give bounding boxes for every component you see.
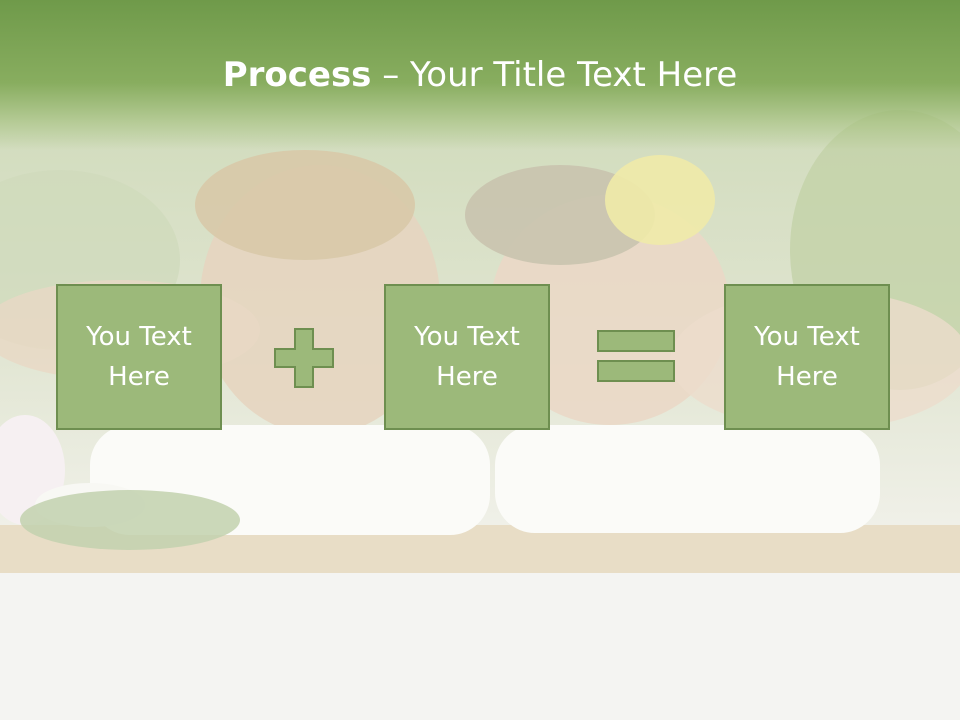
text-box-3-label: You Text Here [754, 322, 860, 392]
title-rest: – Your Title Text Here [371, 55, 738, 95]
slide-title[interactable]: Process – Your Title Text Here [0, 50, 960, 100]
text-box-3[interactable]: You Text Here [724, 284, 890, 430]
title-bold: Process [222, 55, 372, 95]
plus-icon [274, 328, 334, 388]
text-box-2-label: You Text Here [414, 322, 520, 392]
text-box-1-label: You Text Here [86, 322, 192, 392]
title-bar [0, 0, 960, 150]
text-box-1[interactable]: You Text Here [56, 284, 222, 430]
text-box-2[interactable]: You Text Here [384, 284, 550, 430]
equals-icon [597, 330, 675, 382]
